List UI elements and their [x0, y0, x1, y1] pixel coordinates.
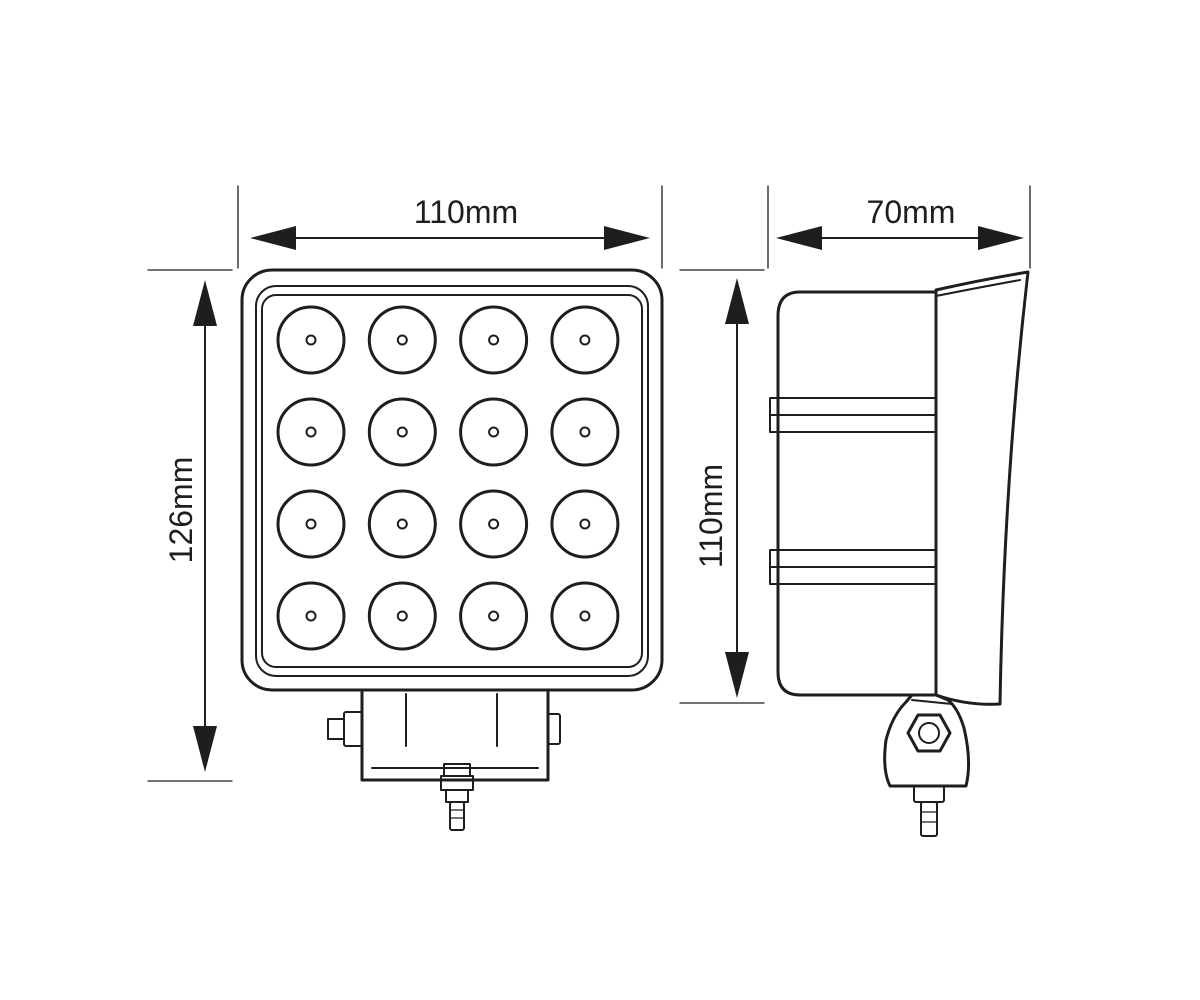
led-lens [550, 489, 620, 559]
led-lens [550, 305, 620, 375]
side-housing-band-upper [769, 397, 937, 433]
led-lens [550, 581, 620, 651]
front-height-label: 126mm [163, 457, 199, 564]
arrow-head-right [978, 226, 1024, 250]
led-lens [367, 305, 437, 375]
led-lens [459, 581, 529, 651]
led-chip [396, 610, 408, 622]
led-grid [276, 305, 620, 651]
led-chip [579, 610, 591, 622]
front-width-label: 110mm [414, 194, 518, 230]
led-chip [488, 610, 500, 622]
arrow-head-up [193, 280, 217, 326]
mounting-stud [440, 763, 474, 831]
side-housing-band-lower [769, 549, 937, 585]
front-height-dimension: 126mm [163, 280, 217, 772]
led-chip [488, 426, 500, 438]
led-chip [488, 518, 500, 530]
led-lens [367, 581, 437, 651]
front-width-dimension: 110mm [250, 194, 650, 250]
arrow-head-up [725, 278, 749, 324]
led-lens [276, 305, 346, 375]
side-view: 70mm 110mm [679, 185, 1031, 837]
side-bezel-inner-edge [935, 279, 1021, 297]
led-chip [305, 334, 317, 346]
led-chip [579, 426, 591, 438]
side-mounting-stud [913, 785, 945, 837]
led-chip [305, 610, 317, 622]
side-housing-body [776, 290, 938, 697]
side-height-label: 110mm [693, 464, 729, 568]
led-lens [276, 397, 346, 467]
led-chip [488, 334, 500, 346]
side-front-bezel [934, 270, 1030, 706]
nut-bore [918, 722, 940, 744]
side-depth-label: 70mm [867, 194, 956, 230]
hex-nut [906, 713, 952, 753]
led-lens [459, 397, 529, 467]
led-chip [396, 334, 408, 346]
arrow-head-down [725, 652, 749, 698]
led-chip [305, 518, 317, 530]
led-chip [396, 426, 408, 438]
arrow-head-right [604, 226, 650, 250]
housing-outer-frame [240, 268, 664, 692]
arrow-head-down [193, 726, 217, 772]
arrow-head-left [250, 226, 296, 250]
led-lens [459, 489, 529, 559]
led-lens [367, 397, 437, 467]
led-lens [276, 489, 346, 559]
led-lens [550, 397, 620, 467]
side-height-dimension: 110mm [693, 278, 749, 698]
side-mounting-bracket [883, 693, 971, 837]
lens-panel [261, 294, 643, 668]
led-chip [396, 518, 408, 530]
housing-inner-frame [255, 285, 649, 677]
led-chip [579, 334, 591, 346]
led-chip [579, 518, 591, 530]
arrow-head-left [776, 226, 822, 250]
front-view: 110mm 126mm [147, 185, 664, 831]
led-chip [305, 426, 317, 438]
led-lens [459, 305, 529, 375]
led-lens [367, 489, 437, 559]
led-lens [276, 581, 346, 651]
side-depth-dimension: 70mm [776, 194, 1024, 250]
front-mounting-bracket [327, 688, 561, 831]
